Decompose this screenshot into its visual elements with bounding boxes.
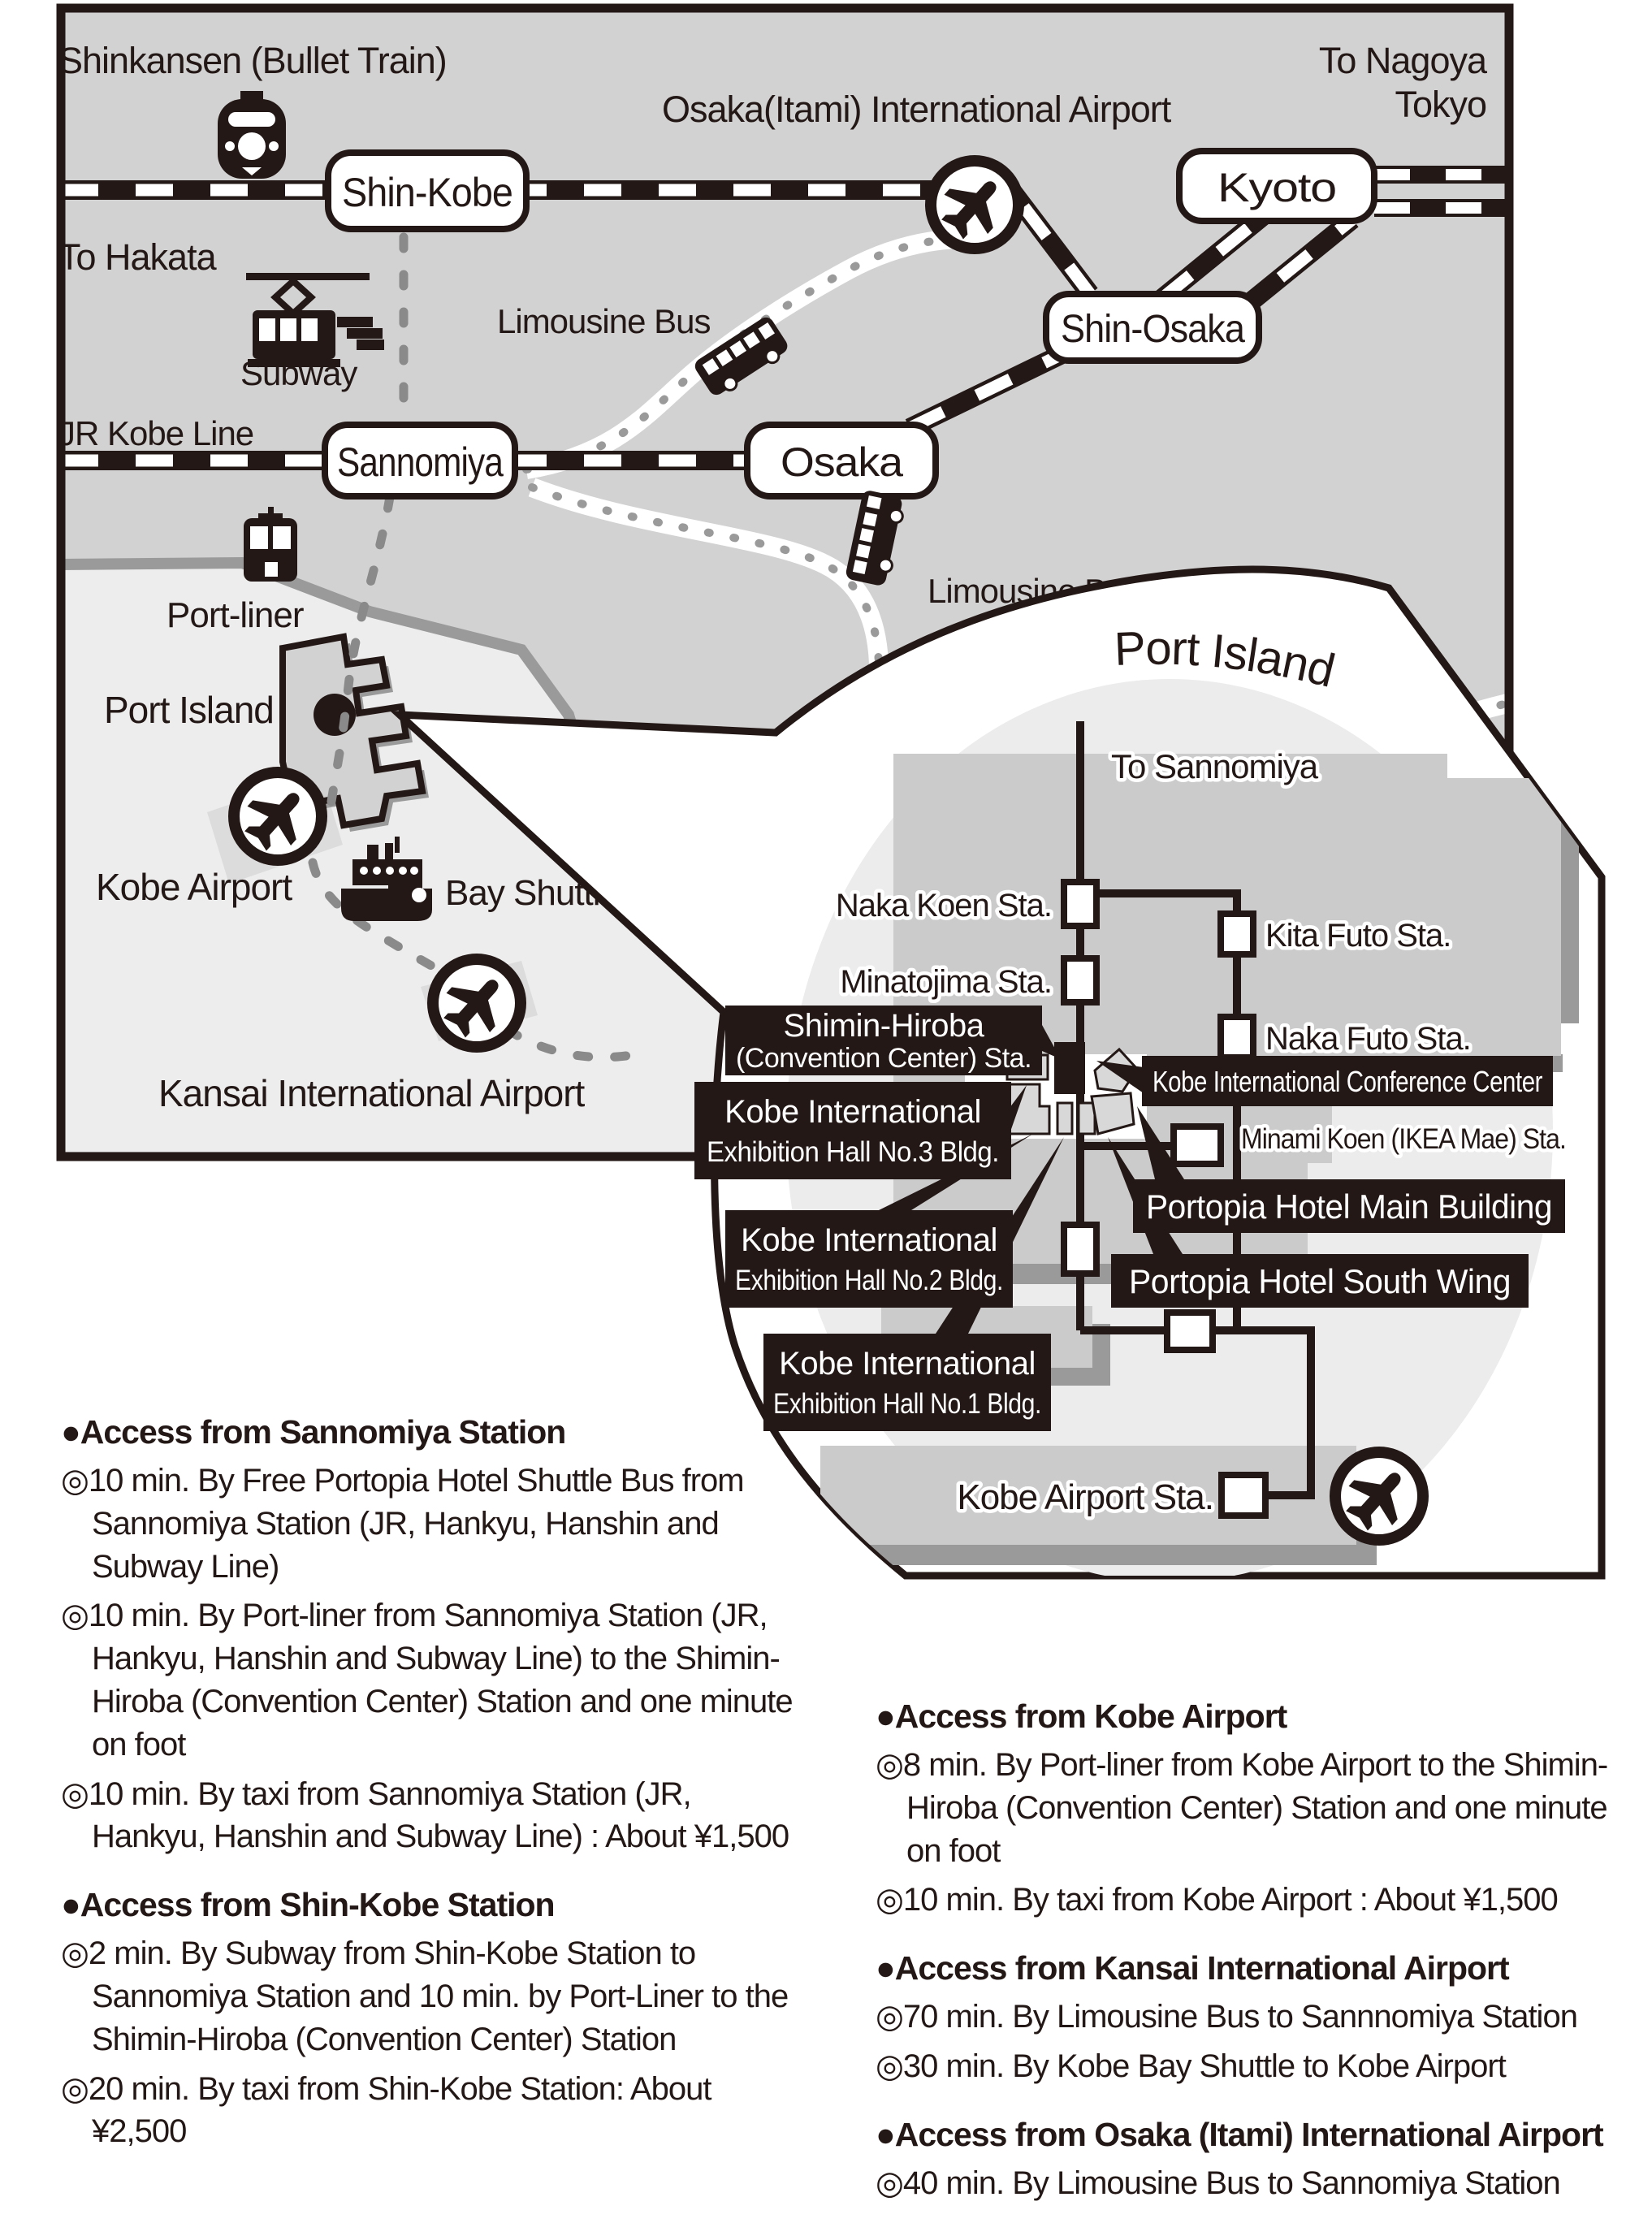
inset-land-northeast: [1348, 778, 1561, 1056]
access-right-column: ●Access from Kobe Airport ◎8 min. By Por…: [876, 1670, 1647, 2212]
hall2-line2: Exhibition Hall No.2 Bldg.: [735, 1265, 1003, 1296]
to-hakata-label: To Hakata: [58, 236, 218, 278]
ship-icon: [341, 837, 432, 921]
kansai-airport-label: Kansai International Airport: [158, 1072, 586, 1114]
itami-airport-label: Osaka(Itami) International Airport: [662, 89, 1172, 130]
station-label-osaka: Osaka: [781, 439, 903, 485]
bay-shuttle-dotted-line: [308, 858, 461, 986]
station-label-shin-kobe: Shin-Kobe: [342, 170, 512, 215]
station-box-kyoto: Kyoto: [1176, 148, 1377, 224]
shimin-hiroba-box: Shimin-Hiroba (Convention Center) Sta.: [725, 1006, 1042, 1075]
access-heading-kobe-airport: ●Access from Kobe Airport: [876, 1698, 1287, 1735]
kita-futo-label: Kita Futo Sta.: [1265, 918, 1451, 954]
airplane-icon-kansai: [433, 959, 521, 1048]
to-nagoya-label: To Nagoya: [1319, 40, 1488, 81]
kobe-airport-sta-label: Kobe Airport Sta.: [957, 1477, 1213, 1517]
access-heading-itami: ●Access from Osaka (Itami) International…: [876, 2115, 1604, 2153]
shinkansen-label: Shinkansen (Bullet Train): [58, 40, 447, 81]
port-island-shape: [279, 633, 429, 832]
inset-station-rect-minami-koen: [1170, 1123, 1224, 1167]
exhibition-hall3-box: Kobe International Exhibition Hall No.3 …: [694, 1082, 1011, 1179]
inset-station-rect-minatojima: [1061, 955, 1100, 1006]
hall3-line2: Exhibition Hall No.3 Bldg.: [707, 1136, 999, 1168]
portopia-south-label: Portopia Hotel South Wing: [1129, 1262, 1511, 1300]
port-liner-dotted-line: [325, 492, 395, 817]
station-label-kyoto: Kyoto: [1217, 165, 1336, 210]
sea-area: [61, 567, 910, 1152]
tokyo-label: Tokyo: [1395, 84, 1486, 125]
inset-station-rect-south: [1164, 1309, 1216, 1353]
port-island-label: Port Island: [104, 689, 274, 731]
access-heading-kansai: ●Access from Kansai International Airpor…: [876, 1949, 1510, 1987]
shimin-hiroba-line2: (Convention Center) Sta.: [736, 1043, 1031, 1074]
kobe-airport-label: Kobe Airport: [96, 866, 292, 908]
station-box-shin-kobe: Shin-Kobe: [325, 149, 530, 232]
inset-station-rect-shimin-hiroba: [1054, 1042, 1085, 1094]
portopia-main-label: Portopia Hotel Main Building: [1146, 1187, 1552, 1226]
exhibition-hall2-box: Kobe International Exhibition Hall No.2 …: [725, 1210, 1013, 1308]
airplane-icon-inset: [1335, 1452, 1423, 1541]
limousine-bus-label-north: Limousine Bus: [497, 302, 710, 340]
hall1-line1: Kobe International: [779, 1346, 1036, 1382]
station-box-osaka: Osaka: [744, 422, 939, 500]
access-item: ◎10 min. By Port-liner from Sannomiya St…: [61, 1598, 794, 1762]
hall3-line1: Kobe International: [724, 1094, 981, 1130]
access-heading-sannomiya: ●Access from Sannomiya Station: [61, 1413, 566, 1451]
inset-station-rect-mid: [1061, 1222, 1100, 1277]
access-item: ◎10 min. By taxi from Kobe Airport : Abo…: [876, 1882, 1559, 1918]
station-label-sannomiya: Sannomiya: [337, 439, 504, 485]
naka-koen-label: Naka Koen Sta.: [836, 888, 1052, 923]
access-item: ◎30 min. By Kobe Bay Shuttle to Kobe Air…: [876, 2048, 1507, 2084]
access-item: ◎10 min. By taxi from Sannomiya Station …: [61, 1775, 789, 1855]
station-box-sannomiya: Sannomiya: [322, 422, 518, 500]
port-liner-label: Port-liner: [166, 595, 304, 635]
station-label-shin-osaka: Shin-Osaka: [1061, 308, 1245, 351]
access-item: ◎40 min. By Limousine Bus to Sannomiya S…: [876, 2165, 1561, 2201]
access-item: ◎8 min. By Port-liner from Kobe Airport …: [876, 1747, 1608, 1869]
portopia-main-box: Portopia Hotel Main Building: [1133, 1179, 1565, 1233]
airplane-icon-itami: [931, 161, 1018, 249]
conference-center-label: Kobe International Conference Center: [1153, 1065, 1542, 1098]
inset-station-rect-kobe-airport: [1218, 1472, 1269, 1519]
minatojima-label: Minatojima Sta.: [840, 964, 1052, 1000]
ferry-dotted-line: [503, 1025, 656, 1062]
bullet-train-icon: [218, 91, 286, 179]
inset-station-rect-kita-futo: [1217, 910, 1256, 958]
hall2-line1: Kobe International: [741, 1222, 997, 1258]
port-island-inset: Port Island: [389, 565, 1606, 1580]
access-item: ◎2 min. By Subway from Shin-Kobe Station…: [61, 1935, 789, 2057]
station-box-shin-osaka: Shin-Osaka: [1043, 291, 1262, 364]
access-heading-shin-kobe: ●Access from Shin-Kobe Station: [61, 1886, 556, 1924]
minami-koen-label: Minami Koen (IKEA Mae) Sta.: [1241, 1123, 1566, 1155]
inset-station-rect-naka-futo: [1217, 1014, 1256, 1061]
conference-center-box: Kobe International Conference Center: [1142, 1056, 1553, 1106]
subway-icon: [246, 273, 384, 367]
convention-center-dot: [314, 694, 356, 736]
access-item: ◎70 min. By Limousine Bus to Sannnomiya …: [876, 1999, 1578, 2035]
naka-futo-label: Naka Futo Sta.: [1265, 1021, 1471, 1057]
jr-kobe-line-label: JR Kobe Line: [58, 414, 253, 452]
airplane-icon-kobe: [234, 772, 322, 861]
access-left-column: ●Access from Sannomiya Station ◎10 min. …: [61, 1386, 796, 2160]
subway-label: Subway: [240, 354, 357, 392]
shimin-hiroba-line1: Shimin-Hiroba: [784, 1008, 985, 1044]
hall1-line2: Exhibition Hall No.1 Bldg.: [773, 1388, 1041, 1420]
inset-station-rect-naka-koen: [1061, 879, 1100, 929]
to-sannomiya-label: To Sannomiya: [1111, 747, 1319, 785]
portopia-south-box: Portopia Hotel South Wing: [1111, 1254, 1529, 1308]
access-item: ◎20 min. By taxi from Shin-Kobe Station:…: [61, 2070, 711, 2150]
access-item: ◎10 min. By Free Portopia Hotel Shuttle …: [61, 1463, 745, 1585]
exhibition-hall1-box: Kobe International Exhibition Hall No.1 …: [763, 1334, 1051, 1431]
portliner-icon: [244, 507, 297, 582]
